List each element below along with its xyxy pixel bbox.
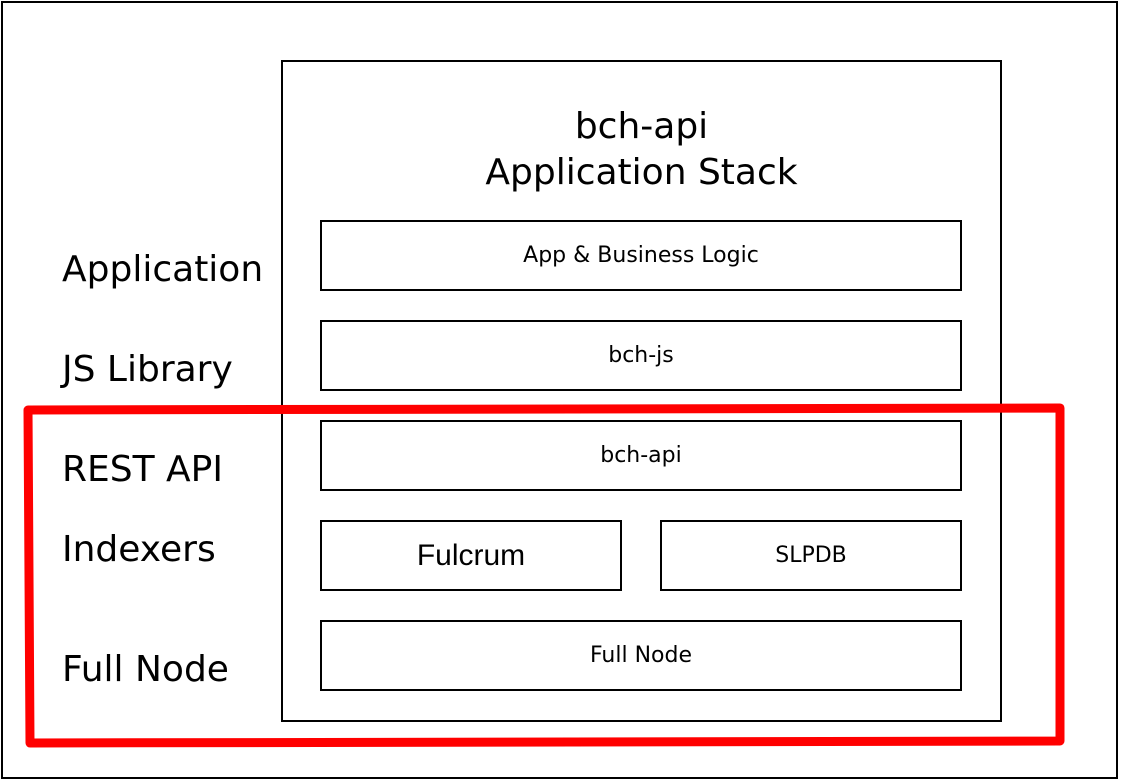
layer-bch-api: bch-api [320, 420, 962, 491]
stack-title: bch-api Application Stack [281, 104, 1002, 196]
layer-full-node-label: Full Node [589, 643, 693, 668]
layer-fulcrum: Fulcrum [320, 520, 622, 591]
row-label-application: Application [62, 249, 264, 290]
layer-app-business-logic: App & Business Logic [320, 220, 962, 291]
layer-slpdb: SLPDB [660, 520, 962, 591]
layer-fulcrum-label: Fulcrum [416, 538, 526, 572]
row-label-js-library: JS Library [62, 349, 233, 390]
row-label-indexers: Indexers [62, 529, 216, 570]
layer-full-node: Full Node [320, 620, 962, 691]
layer-bch-js: bch-js [320, 320, 962, 391]
row-label-rest-api: REST API [62, 449, 223, 490]
stack-title-line-1: bch-api [574, 106, 709, 147]
layer-app-business-logic-label: App & Business Logic [523, 243, 759, 268]
stack-title-line-2: Application Stack [485, 152, 798, 193]
row-label-full-node: Full Node [62, 649, 229, 690]
layer-bch-js-label: bch-js [608, 343, 674, 368]
layer-bch-api-label: bch-api [600, 443, 682, 468]
layer-slpdb-label: SLPDB [775, 543, 847, 568]
